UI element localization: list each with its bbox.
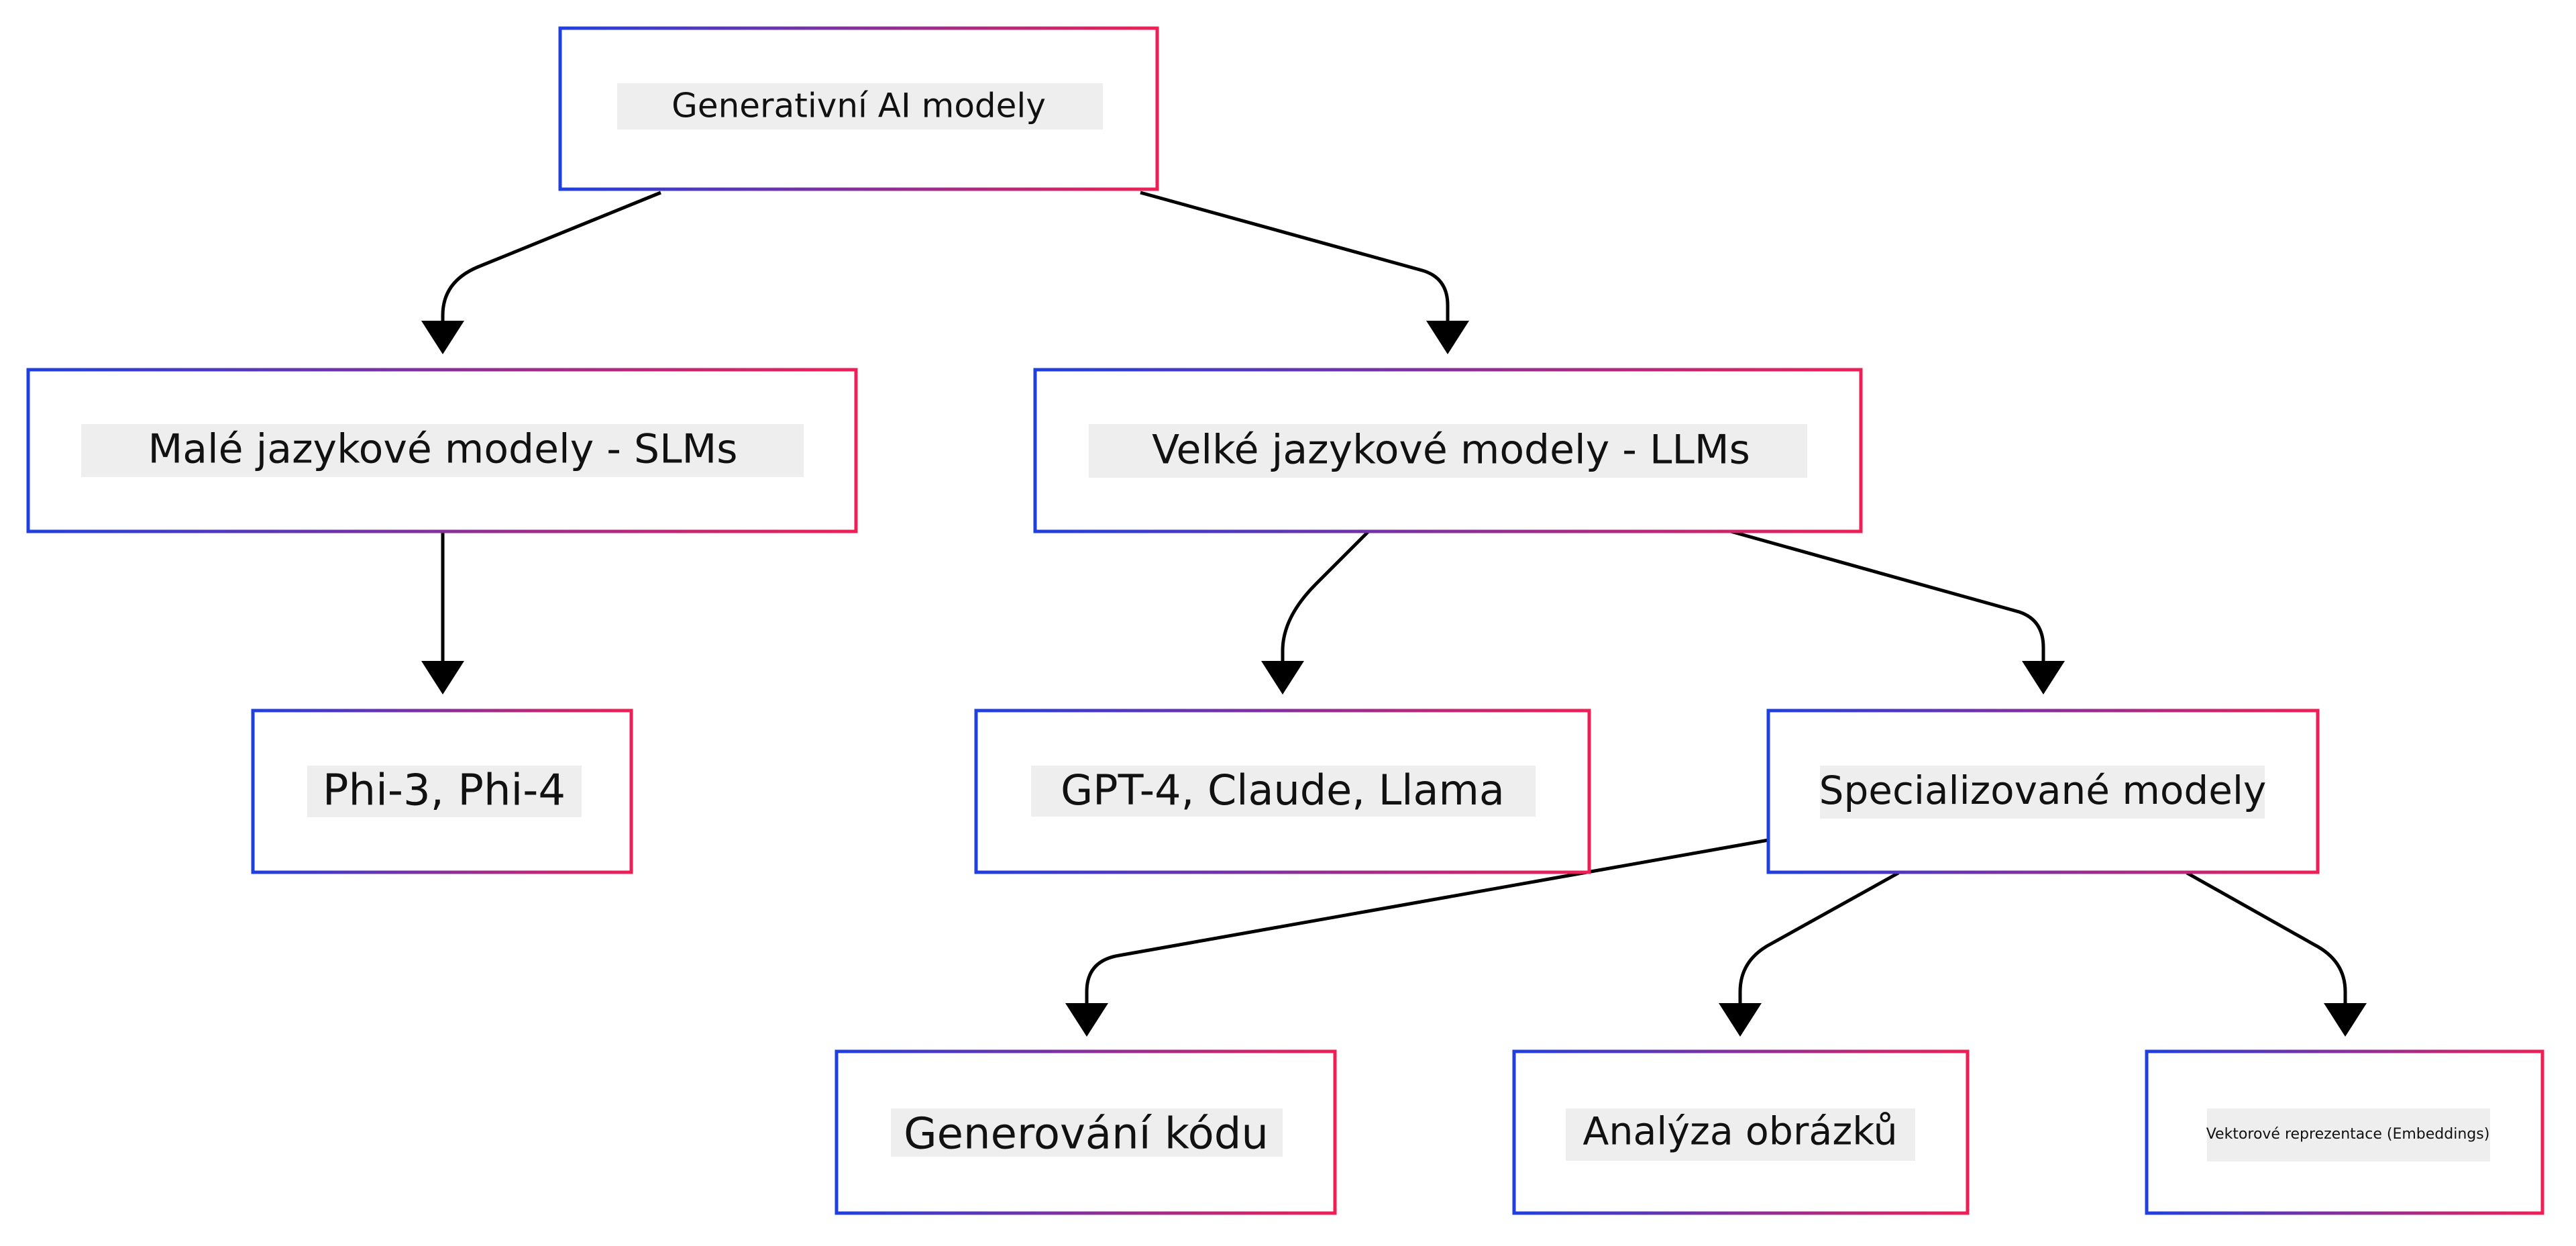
node-label-llm: Velké jazykové modely - LLMs [1152, 427, 1750, 474]
arrowhead-embeddings [2324, 1003, 2367, 1037]
edge-specialized-to-code [1085, 838, 1769, 1003]
node-image: Analýza obrázků [1512, 1049, 1970, 1215]
node-specialized: Specializované modely [1766, 709, 2320, 874]
edge-llm-to-specialized [1730, 529, 2045, 661]
node-gpt: GPT-4, Claude, Llama [974, 709, 1591, 874]
edge-specialized-to-image [1738, 871, 1900, 1003]
label-background [81, 424, 804, 477]
node-slm: Malé jazykové modely - SLMs [26, 368, 858, 533]
node-label-gpt: GPT-4, Claude, Llama [1061, 766, 1505, 815]
edge-llm-to-gpt [1281, 530, 1370, 661]
arrowhead-gpt [1261, 661, 1304, 694]
arrowhead-phi [421, 661, 464, 694]
label-background [891, 1108, 1283, 1157]
node-code: Generování kódu [835, 1049, 1337, 1215]
node-llm: Velké jazykové modely - LLMs [1033, 368, 1863, 533]
label-background [307, 766, 582, 817]
label-background [617, 83, 1103, 129]
node-embeddings: Vektorové reprezentace (Embeddings) [2145, 1049, 2544, 1215]
arrowhead-specialized [2022, 661, 2065, 694]
label-background [1031, 766, 1536, 817]
node-label-root: Generativní AI modely [672, 87, 1046, 125]
node-label-phi: Phi-3, Phi-4 [323, 766, 566, 816]
edge-specialized-to-embeddings [2186, 871, 2347, 1003]
arrowhead-slm [421, 321, 464, 354]
node-label-embeddings: Vektorové reprezentace (Embeddings) [2206, 1126, 2490, 1143]
edge-root-to-llm [1140, 191, 1450, 321]
edges [421, 191, 2367, 1037]
node-label-image: Analýza obrázků [1582, 1110, 1897, 1154]
label-background [1089, 424, 1807, 478]
edge-root-to-slm [441, 191, 661, 321]
node-root: Generativní AI modely [558, 26, 1159, 191]
node-label-slm: Malé jazykové modely - SLMs [148, 426, 737, 473]
label-background [1820, 766, 2265, 819]
label-background [1566, 1108, 1915, 1161]
node-label-code: Generování kódu [904, 1110, 1269, 1159]
node-label-specialized: Specializované modely [1819, 768, 2267, 813]
node-phi: Phi-3, Phi-4 [251, 709, 633, 874]
arrowhead-code [1065, 1003, 1108, 1037]
arrowhead-image [1719, 1003, 1762, 1037]
label-background [2207, 1108, 2490, 1161]
arrowhead-llm [1426, 321, 1469, 354]
